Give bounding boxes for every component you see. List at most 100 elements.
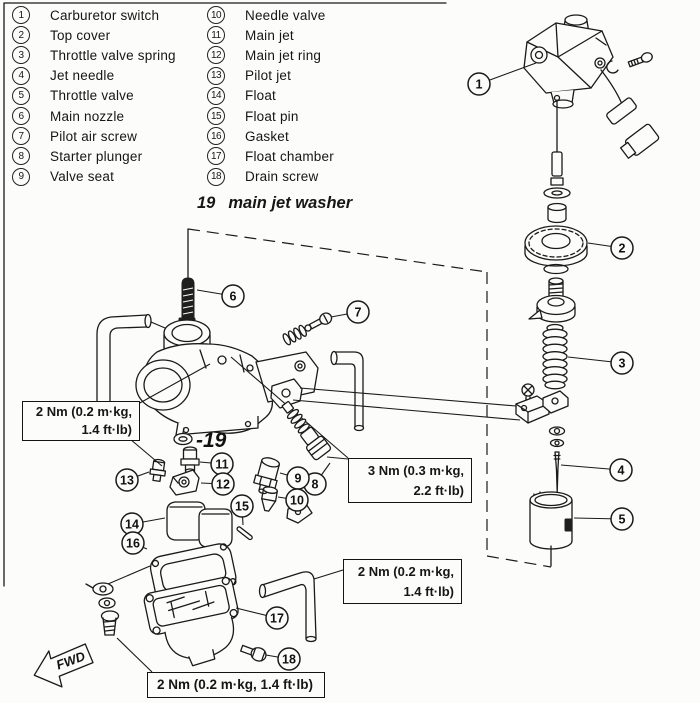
e-clip-drawing xyxy=(606,60,619,74)
torque-box-starter-plunger: 3 Nm (0.3 m·kg, 2.2 ft·lb) xyxy=(348,458,472,503)
callout-number-15: 15 xyxy=(235,500,249,514)
switch-needle-rod-drawing xyxy=(550,94,564,186)
callout-number-12: 12 xyxy=(216,478,230,492)
callout-number-8: 8 xyxy=(312,478,319,492)
fwd-arrow: FWD xyxy=(33,643,94,688)
part-number-badge: 4 xyxy=(12,66,30,85)
part-label: Float chamber xyxy=(245,148,334,164)
part-number-badge: 5 xyxy=(12,86,30,105)
callout-number-1: 1 xyxy=(476,78,483,92)
callout-number-17: 17 xyxy=(270,612,284,626)
torque-line: 2 Nm (0.2 m·kg, xyxy=(35,404,132,419)
part-19-label: main jet washer xyxy=(228,194,353,212)
part-label: Pilot jet xyxy=(245,68,292,84)
callout-circle-12 xyxy=(211,472,235,496)
callout-circle-6 xyxy=(221,284,245,308)
callout-number-13: 13 xyxy=(120,474,134,488)
part-label: Starter plunger xyxy=(50,148,143,164)
part-label: Float pin xyxy=(245,108,299,124)
callout-number-4: 4 xyxy=(618,464,625,478)
part-label: Needle valve xyxy=(245,7,326,23)
part-label: Main jet ring xyxy=(245,47,322,63)
callout-circle-1 xyxy=(467,72,491,96)
drain-screw-drawing xyxy=(239,644,267,662)
torque-box-main-jet: 2 Nm (0.2 m·kg, 1.4 ft·lb) xyxy=(22,401,140,441)
throttle-valve-drawing xyxy=(529,491,573,550)
part-number-badge: 17 xyxy=(207,147,225,166)
float-pin-drawing xyxy=(236,526,253,541)
parts-list-item-10: 10 Needle valve xyxy=(207,5,334,25)
needle-valve-drawing xyxy=(261,486,278,512)
part-number-badge: 10 xyxy=(207,6,225,25)
parts-list-item-6: 6 Main nozzle xyxy=(12,106,207,126)
part-number-badge: 6 xyxy=(12,107,30,126)
washer-19-annotation: -19 xyxy=(196,429,227,452)
callout-circle-2 xyxy=(610,236,634,260)
callout-number-14: 14 xyxy=(125,518,139,532)
part-number-badge: 18 xyxy=(207,167,225,186)
part-label: Main jet xyxy=(245,27,294,43)
top-cover-stack-drawing xyxy=(524,187,588,323)
part-label: Valve seat xyxy=(50,169,115,185)
float-chamber-drawing xyxy=(143,576,239,667)
pilot-jet-drawing xyxy=(149,458,167,483)
callout-number-2: 2 xyxy=(619,242,626,256)
parts-list-item-5: 5 Throttle valve xyxy=(12,86,207,106)
callout-number-7: 7 xyxy=(355,306,362,320)
main-jet-drawing xyxy=(180,446,200,474)
parts-list-item-4: 4 Jet needle xyxy=(12,66,207,86)
callout-number-10: 10 xyxy=(290,494,304,508)
part-label: Throttle valve spring xyxy=(50,47,176,63)
torque-line: 2 Nm (0.2 m·kg, 1.4 ft·lb) xyxy=(156,677,314,692)
part-label: Throttle valve xyxy=(50,88,134,104)
callout-circle-4 xyxy=(609,458,633,482)
part-number-badge: 9 xyxy=(12,167,30,186)
callout-number-11: 11 xyxy=(215,458,228,472)
vent-tube-right-drawing xyxy=(330,350,365,432)
parts-list-item-15: 15 Float pin xyxy=(207,106,334,126)
callout-circle-3 xyxy=(610,351,634,375)
construction-lines xyxy=(187,228,552,568)
torque-box-chamber-screw: 2 Nm (0.2 m·kg, 1.4 ft·lb) xyxy=(147,672,325,698)
part-label: Jet needle xyxy=(50,68,115,84)
callout-number-16: 16 xyxy=(126,537,140,551)
page-border-rule xyxy=(3,2,447,587)
overflow-tube-drawing xyxy=(258,571,317,643)
torque-line: 1.4 ft·lb) xyxy=(81,421,132,437)
torque-line: 2.2 ft·lb) xyxy=(413,482,464,498)
part-number-badge: 8 xyxy=(12,147,30,166)
part-number-badge: 15 xyxy=(207,107,225,126)
part-label: Main nozzle xyxy=(50,108,125,124)
carburetor-switch-drawing xyxy=(523,14,660,159)
callout-circle-5 xyxy=(610,507,634,531)
main-jet-ring-drawing xyxy=(169,469,200,496)
callout-number-18: 18 xyxy=(282,653,296,667)
torque-line: 2 Nm (0.2 m·kg, xyxy=(357,564,454,579)
callout-number-9: 9 xyxy=(295,472,302,486)
starter-plunger-drawing xyxy=(281,400,332,461)
callout-circle-13 xyxy=(115,468,139,492)
part-number-badge: 7 xyxy=(12,127,30,146)
torque-line: 1.4 ft·lb) xyxy=(403,583,454,599)
part-number-badge: 14 xyxy=(207,86,225,105)
part-label: Gasket xyxy=(245,128,289,144)
callout-number-6: 6 xyxy=(230,290,237,304)
part-label: Float xyxy=(245,88,277,104)
callout-circle-17 xyxy=(265,606,289,630)
part-number-badge: 2 xyxy=(12,26,30,45)
parts-list-item-9: 9 Valve seat xyxy=(12,167,207,187)
pilot-air-screw-drawing xyxy=(282,312,333,346)
jet-needle-drawing xyxy=(553,451,561,493)
part-number-badge: 12 xyxy=(207,46,225,65)
main-jet-washer-drawing xyxy=(173,432,193,446)
